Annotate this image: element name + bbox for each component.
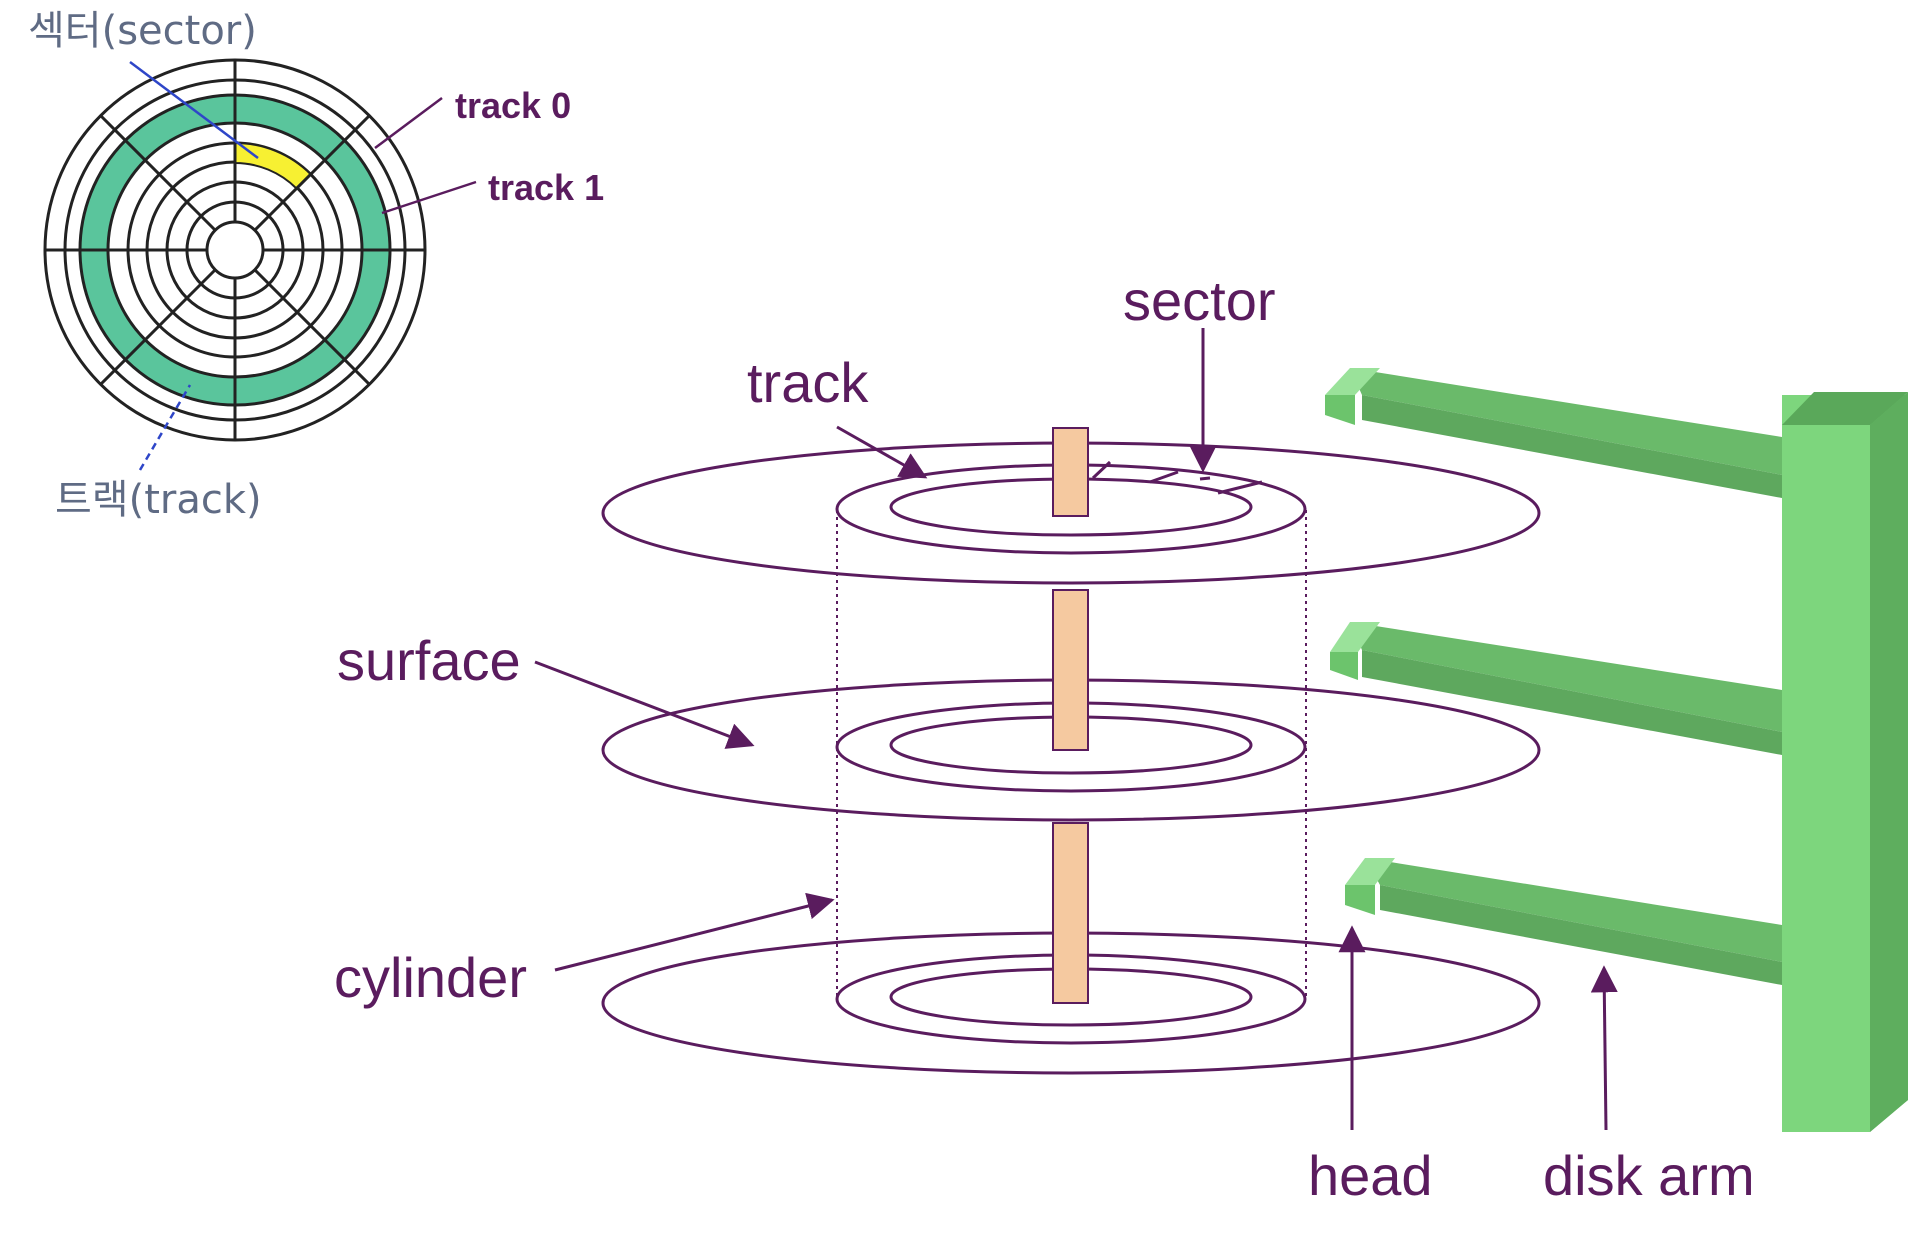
spindle-top (1052, 427, 1089, 517)
track0-label: track 0 (455, 85, 571, 126)
main-labels: sector track surface cylinder head disk … (334, 269, 1755, 1207)
surface-label: surface (337, 629, 521, 692)
head-label: head (1308, 1144, 1433, 1207)
track-arrow (836, 425, 928, 479)
track-ko-leader-line (138, 384, 192, 471)
arm-middle (1330, 622, 1782, 755)
disk-arm-assembly (1325, 368, 1908, 1132)
cylinder-arrow (554, 892, 835, 972)
track-label: track (747, 351, 869, 414)
spindle-middle (1052, 589, 1089, 751)
arm-bottom (1345, 858, 1782, 985)
sector-ko-label: 섹터(sector) (28, 8, 257, 54)
track1-label: track 1 (488, 167, 604, 208)
disk-arm-label: disk arm (1543, 1144, 1755, 1207)
surface-arrow (534, 660, 755, 749)
small-platter-diagram: 섹터(sector) 트랙(track) track 0 track 1 (28, 8, 604, 523)
disk-arm-arrow (1590, 965, 1618, 1131)
track1-leader-line (381, 180, 477, 215)
platter-stack (601, 427, 1541, 1075)
sector-label: sector (1123, 269, 1276, 332)
cylinder-label: cylinder (334, 946, 527, 1009)
track-ko-label: 트랙(track) (55, 477, 262, 523)
track0-leader-line (374, 96, 443, 150)
arm-top (1325, 368, 1782, 498)
sector-leader-line (129, 61, 259, 159)
spindle-bottom (1052, 822, 1089, 1004)
